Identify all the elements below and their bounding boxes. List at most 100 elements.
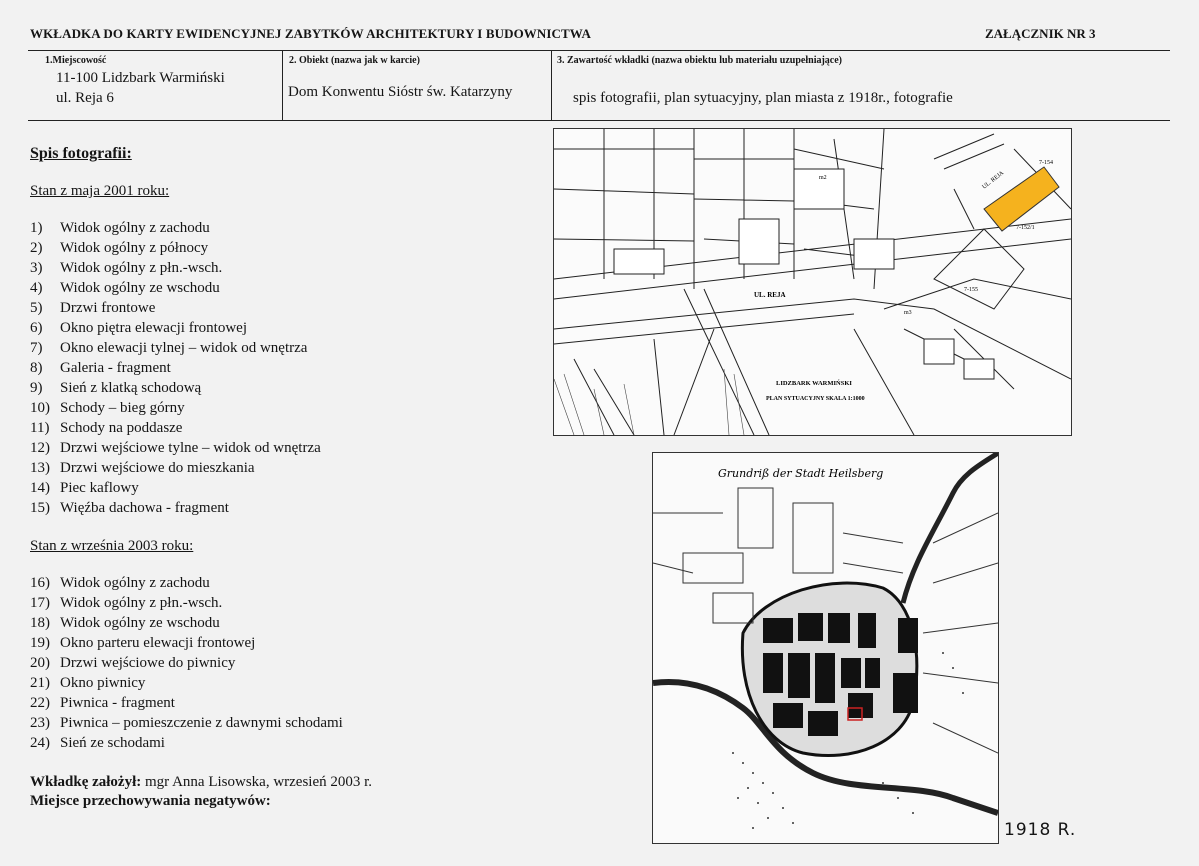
photo-number: 18) [30, 615, 50, 631]
author-label: Wkładkę założył: [30, 774, 142, 790]
photo-list-item: 10) Schody – bieg górny [30, 398, 530, 418]
location-label: 1.Miejscowość [45, 55, 107, 66]
photo-description: Widok ogólny z płn.-wsch. [60, 260, 223, 276]
photo-list-heading: Spis fotografii: [30, 145, 132, 162]
photo-description: Piwnica – pomieszczenie z dawnymi schoda… [60, 715, 343, 731]
parcel-label-5: m2 [819, 175, 827, 181]
city-plan-drawing: Grundriß der Stadt Heilsberg [653, 453, 998, 843]
photo-description: Okno piętra elewacji frontowej [60, 320, 248, 336]
photo-list-item: 20)Drzwi wejściowe do piwnicy [30, 653, 530, 673]
photo-list-item: 15) Więźba dachowa - fragment [30, 498, 530, 518]
photo-description: Widok ogólny ze wschodu [60, 615, 220, 631]
photo-description: Więźba dachowa - fragment [60, 500, 229, 516]
object-label: 2. Obiekt (nazwa jak w karcie) [289, 55, 420, 66]
photo-number: 16) [30, 575, 50, 591]
photo-number: 17) [30, 595, 50, 611]
group1-title: Stan z maja 2001 roku: [30, 183, 170, 199]
photo-group-2: 16) Widok ogólny z zachodu 17) Widok ogólny… [30, 573, 530, 753]
photo-number: 13) [30, 460, 50, 476]
photo-list-item: 21) Okno piwnicy [30, 673, 530, 693]
photo-list-section: Spis fotografii: Stan z maja 2001 roku: … [30, 145, 530, 811]
site-plan-drawing: UL. REJA UL. REJA 7-152/1 7-155 7-154 m3… [554, 129, 1071, 435]
photo-number: 19) [30, 635, 50, 651]
contents-label: 3. Zawartość wkładki (nazwa obiektu lub … [557, 55, 843, 66]
photo-number: 11) [30, 420, 50, 436]
photo-number: 24) [30, 735, 50, 751]
photo-number: 2) [30, 240, 43, 256]
photo-number: 10) [30, 400, 50, 416]
photo-description: Sień z klatką schodową [60, 380, 202, 396]
photo-number: 23) [30, 715, 50, 731]
photo-number: 6) [30, 320, 43, 336]
table-bottom-line [28, 120, 1170, 121]
photo-list-item: 14)Piec kaflowy [30, 478, 530, 498]
table-divider-2 [551, 50, 552, 121]
parcel-label-1: 7-152/1 [1016, 225, 1035, 231]
location-line2: ul. Reja 6 [56, 90, 114, 106]
photo-list-item: 6) Okno piętra elewacji frontowej [30, 318, 530, 338]
photo-description: Drzwi frontowe [60, 300, 156, 316]
photo-list-item: 13) Drzwi wejściowe do mieszkania [30, 458, 530, 478]
site-plan-map: UL. REJA UL. REJA 7-152/1 7-155 7-154 m3… [553, 128, 1072, 436]
photo-list-item: 17) Widok ogólny z płn.-wsch. [30, 593, 530, 613]
photo-list-item: 2) Widok ogólny z północy [30, 238, 530, 258]
photo-list-item: 9) Sień z klatką schodową [30, 378, 530, 398]
photo-description: Widok ogólny z płn.-wsch. [60, 595, 223, 611]
photo-description: Schody na poddasze [60, 420, 183, 436]
photo-number: 7) [30, 340, 43, 356]
photo-list-item: 24) Sień ze schodami [30, 733, 530, 753]
photo-list-item: 19) Okno parteru elewacji frontowej [30, 633, 530, 653]
photo-number: 14) [30, 480, 50, 496]
photo-description: Sień ze schodami [60, 735, 165, 751]
photo-number: 15) [30, 500, 50, 516]
parcel-label-3: 7-154 [1039, 160, 1053, 166]
annex-number: ZAŁĄCZNIK NR 3 [985, 26, 1096, 41]
photo-description: Widok ogólny z zachodu [60, 575, 210, 591]
photo-description: Okno parteru elewacji frontowej [60, 635, 256, 651]
city-plan-title: Grundriß der Stadt Heilsberg [718, 467, 883, 480]
storage-label: Miejsce przechowywania negatywów: [30, 793, 271, 809]
photo-number: 8) [30, 360, 43, 376]
document-title: WKŁADKA DO KARTY EWIDENCYJNEJ ZABYTKÓW A… [30, 26, 591, 41]
photo-number: 1) [30, 220, 43, 236]
photo-description: Okno elewacji tylnej – widok od wnętrza [60, 340, 308, 356]
photo-number: 22) [30, 695, 50, 711]
photo-description: Schody – bieg górny [60, 400, 185, 416]
photo-list-item: 12) Drzwi wejściowe tylne – widok od wnęt… [30, 438, 530, 458]
photo-description: Okno piwnicy [60, 675, 146, 691]
photo-list-item: 8) Galeria - fragment [30, 358, 530, 378]
site-plan-title-2: PLAN SYTUACYJNY SKALA 1:1000 [766, 396, 865, 402]
photo-list-item: 11) Schody na poddasze [30, 418, 530, 438]
city-plan-map: Grundriß der Stadt Heilsberg [652, 452, 999, 844]
parcel-label-4: m3 [904, 310, 912, 316]
photo-number: 21) [30, 675, 50, 691]
photo-description: Widok ogólny z północy [60, 240, 209, 256]
photo-list-item: 18) Widok ogólny ze wschodu [30, 613, 530, 633]
contents-value: spis fotografii, plan sytuacyjny, plan m… [573, 90, 953, 106]
object-marker [847, 707, 863, 721]
group2-title: Stan z września 2003 roku: [30, 538, 194, 554]
photo-description: Drzwi wejściowe tylne – widok od wnętrza [60, 440, 321, 456]
site-plan-street-label: UL. REJA [754, 291, 786, 299]
photo-number: 12) [30, 440, 50, 456]
location-line1: 11-100 Lidzbark Warmiński [56, 70, 225, 86]
photo-list-item: 1)Widok ogólny z zachodu [30, 218, 530, 238]
site-plan-title-1: LIDZBARK WARMIŃSKI [776, 379, 852, 387]
photo-list-item: 4)Widok ogólny ze wschodu [30, 278, 530, 298]
photo-description: Galeria - fragment [60, 360, 171, 376]
photo-list-item: 23) Piwnica – pomieszczenie z dawnymi sch… [30, 713, 530, 733]
object-value: Dom Konwentu Sióstr św. Katarzyny [288, 84, 513, 100]
table-divider-1 [282, 50, 283, 121]
photo-number: 3) [30, 260, 43, 276]
photo-number: 9) [30, 380, 43, 396]
photo-list-item: 7) Okno elewacji tylnej – widok od wnętrz… [30, 338, 530, 358]
storage-line: Miejsce przechowywania negatywów: [30, 792, 530, 811]
parcel-label-2: 7-155 [964, 287, 978, 293]
photo-description: Drzwi wejściowe do mieszkania [60, 460, 255, 476]
photo-number: 20) [30, 655, 50, 671]
photo-list-item: 5)Drzwi frontowe [30, 298, 530, 318]
highlighted-parcel [983, 166, 1060, 232]
photo-group-1: 1)Widok ogólny z zachodu 2) Widok ogólny z… [30, 218, 530, 518]
photo-description: Piwnica - fragment [60, 695, 175, 711]
